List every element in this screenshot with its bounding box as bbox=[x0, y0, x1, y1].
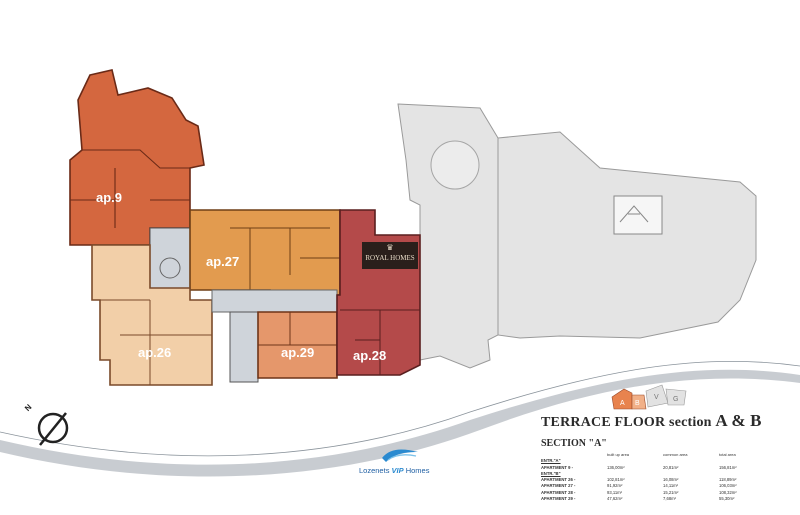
key-section-b[interactable] bbox=[631, 394, 647, 410]
area-cell-built: 102,81m² bbox=[607, 477, 625, 483]
area-cell-total: 106,03m² bbox=[719, 483, 737, 489]
logo-text-part1: Lozenets bbox=[359, 466, 392, 475]
apartment-9[interactable] bbox=[69, 69, 205, 246]
area-cell-built: 91,92m² bbox=[607, 483, 623, 489]
apartment-29[interactable] bbox=[257, 311, 338, 379]
entrance-row: ENTR."A" bbox=[541, 458, 775, 464]
key-section-g[interactable] bbox=[665, 388, 687, 406]
area-cell-total: 108,32m² bbox=[719, 489, 737, 495]
area-cell-total: 55,30m² bbox=[719, 496, 735, 502]
decorative-swoosh bbox=[0, 369, 800, 477]
area-cell-name: APARTMENT 26 - bbox=[541, 477, 576, 483]
royal-homes-watermark: ♛ ROYAL HOMES bbox=[362, 242, 418, 269]
apartment-row: APARTMENT 27 - 91,92m² 14,11m² 106,03m² bbox=[541, 483, 775, 489]
col-built-up-area: built up area bbox=[607, 452, 630, 457]
area-cell-name: ENTR."B" bbox=[541, 470, 561, 476]
area-cell-built: 93,11m² bbox=[607, 489, 623, 495]
area-cell-name: APARTMENT 29 - bbox=[541, 496, 576, 502]
title-section-word: section bbox=[669, 415, 712, 430]
area-cell-common: 20,81m² bbox=[663, 464, 679, 470]
apartment-label-ap26: ap.26 bbox=[138, 345, 171, 360]
terrace-area bbox=[397, 103, 757, 369]
area-cell-name: APARTMENT 28 - bbox=[541, 489, 576, 495]
area-cell-total: 118,89m² bbox=[719, 477, 737, 483]
title-floor: TERRACE FLOOR bbox=[541, 415, 666, 430]
central-corridor bbox=[211, 289, 338, 313]
apartment-row: APARTMENT 26 - 102,81m² 16,08m² 118,89m² bbox=[541, 477, 775, 483]
area-cell-common: 14,11m² bbox=[663, 483, 679, 489]
col-total-area: total area bbox=[719, 452, 736, 457]
entrance-row: ENTR."B" bbox=[541, 471, 775, 477]
apartment-label-ap27: ap.27 bbox=[206, 254, 239, 269]
key-label-g: G bbox=[673, 396, 678, 403]
key-label-v: V bbox=[654, 394, 659, 401]
crown-icon: ♛ bbox=[386, 243, 394, 252]
logo-text-part2: VIP bbox=[391, 466, 404, 475]
apartment-row: APARTMENT 29 - 47,62m² 7,68m² 55,30m² bbox=[541, 496, 775, 502]
section-key-map: A B V G bbox=[611, 384, 687, 410]
area-cell-name: APARTMENT 9 - bbox=[541, 464, 574, 470]
north-compass: N bbox=[23, 402, 69, 446]
apartment-row: APARTMENT 9 - 136,00m² 20,81m² 156,81m² bbox=[541, 465, 775, 471]
compass-north-label: N bbox=[23, 402, 34, 413]
col-common-area: common area bbox=[663, 452, 688, 457]
decorative-swoosh-line bbox=[0, 360, 800, 457]
area-cell-built: 136,00m² bbox=[607, 464, 625, 470]
watermark-text: ROYAL HOMES bbox=[365, 254, 415, 262]
area-table: built up area common area total area ENT… bbox=[541, 452, 775, 502]
stair-spiral-a bbox=[159, 257, 181, 279]
area-cell-common: 15,21m² bbox=[663, 489, 679, 495]
apartment-label-ap9: ap.9 bbox=[96, 190, 122, 205]
company-logo: Lozenets VIP Homes bbox=[354, 444, 444, 486]
area-cell-name: ENTR."A" bbox=[541, 458, 561, 464]
staircase-b bbox=[229, 311, 259, 383]
area-cell-common: 7,68m² bbox=[663, 496, 677, 502]
area-cell-name: APARTMENT 27 - bbox=[541, 483, 576, 489]
key-label-b: B bbox=[635, 400, 640, 407]
title-section-letters: A & B bbox=[715, 411, 762, 430]
key-label-a: A bbox=[620, 400, 625, 407]
wave-logo-icon bbox=[382, 449, 418, 462]
area-cell-common: 16,08m² bbox=[663, 477, 679, 483]
apartment-26[interactable] bbox=[91, 244, 213, 386]
logo-text-part3: Homes bbox=[403, 466, 430, 475]
apartment-label-ap29: ap.29 bbox=[281, 345, 314, 360]
apartment-label-ap28: ap.28 bbox=[353, 348, 386, 363]
plan-title: TERRACE FLOOR section A & B bbox=[541, 411, 762, 431]
area-cell-built: 47,62m² bbox=[607, 496, 623, 502]
area-cell-total: 156,81m² bbox=[719, 464, 737, 470]
logo-text: Lozenets VIP Homes bbox=[359, 466, 429, 475]
apartment-27[interactable] bbox=[189, 209, 341, 296]
apartment-row: APARTMENT 28 - 93,11m² 15,21m² 108,32m² bbox=[541, 490, 775, 496]
section-heading: SECTION "A" bbox=[541, 438, 607, 449]
